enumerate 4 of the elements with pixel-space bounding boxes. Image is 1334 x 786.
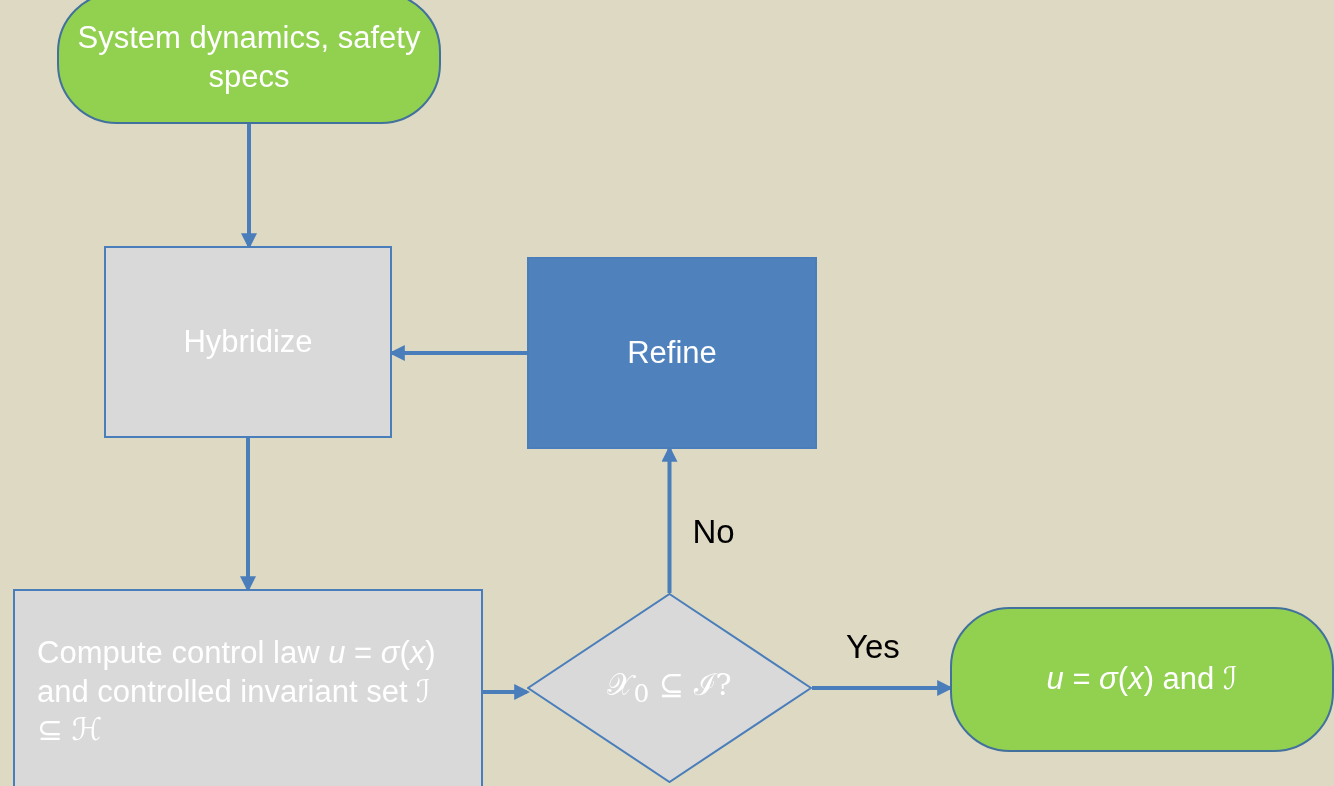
end-terminal: u = σ(x) and ℐ — [950, 607, 1334, 752]
start-terminal: System dynamics, safety specs — [57, 0, 441, 124]
arrow — [483, 684, 531, 700]
process-box: Refine — [527, 257, 817, 449]
